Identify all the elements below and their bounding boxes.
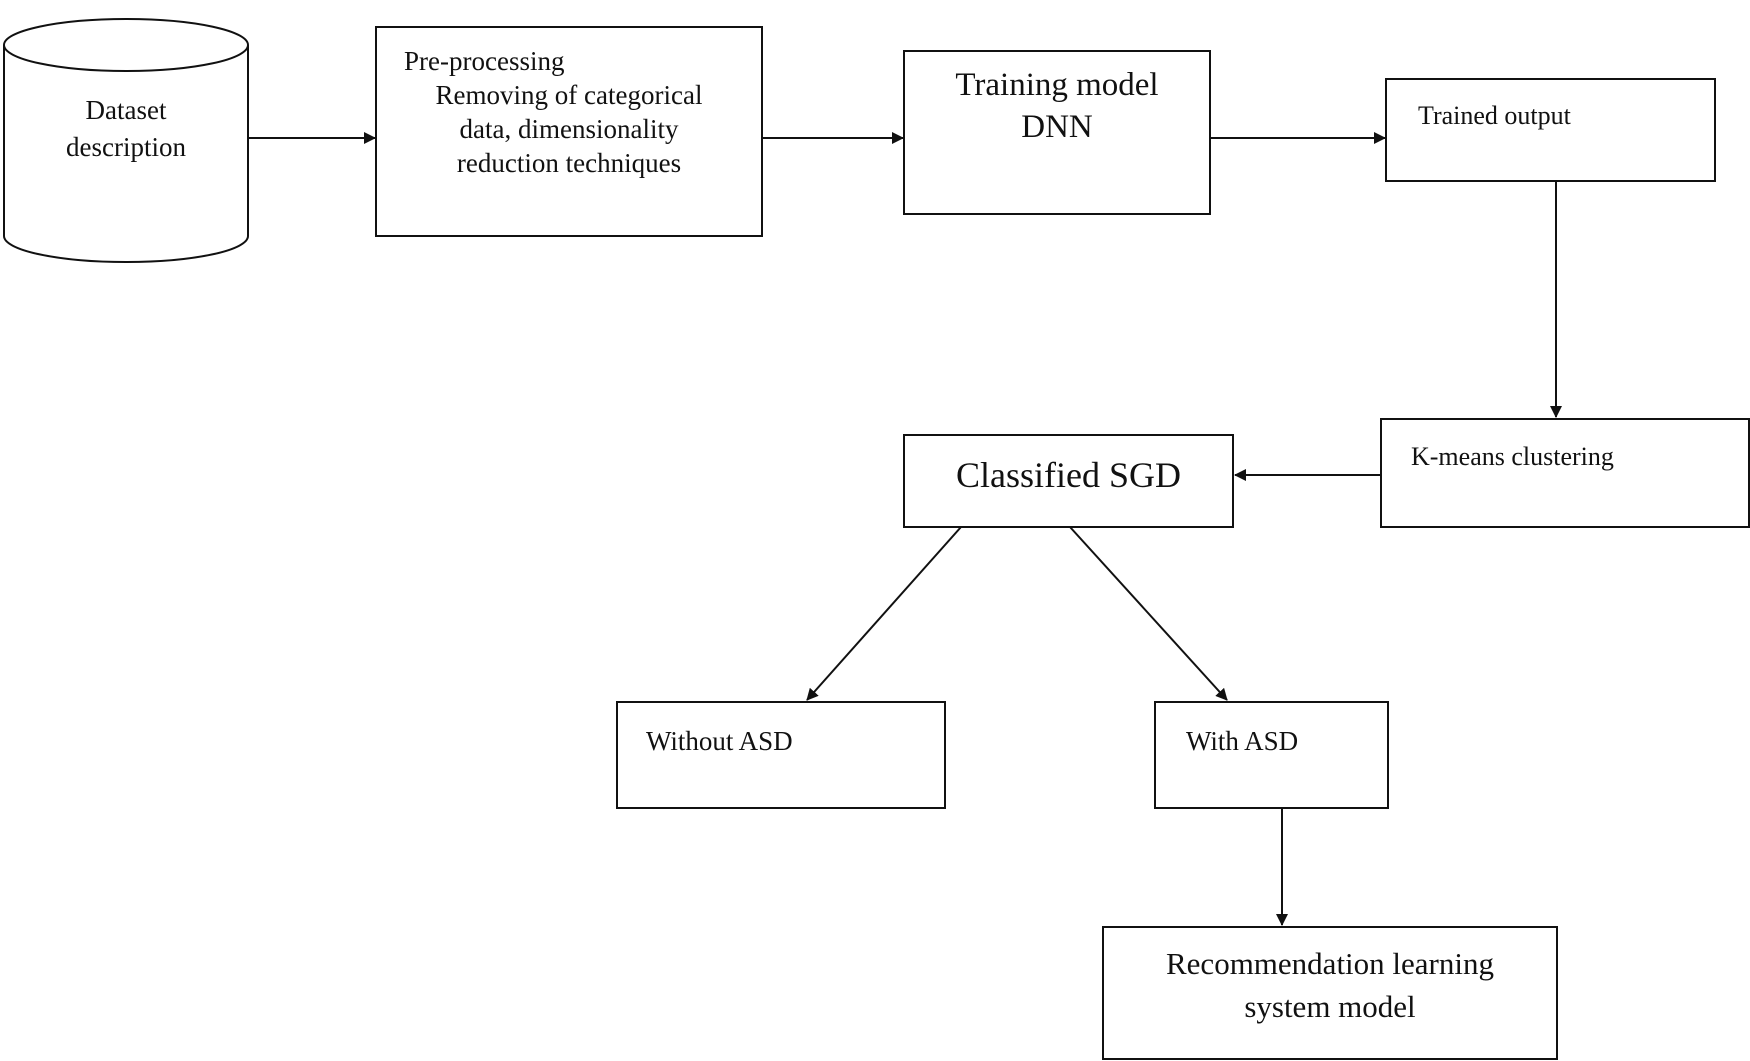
arrow-classified-to-without-asd: [806, 526, 962, 701]
training-model-label: Training model DNN: [903, 64, 1211, 148]
without-asd-box: [616, 701, 946, 809]
preprocessing-box: [375, 26, 763, 237]
trained-output-box: [1385, 78, 1716, 182]
classified-sgd-label: Classified SGD: [956, 455, 1181, 495]
trained-output-label: Trained output: [1418, 101, 1571, 130]
training-model-box: [903, 50, 1211, 215]
dataset-label: Dataset description: [14, 92, 238, 166]
recommendation-line-2: system model: [1244, 989, 1416, 1024]
dataset-label-line-2: description: [66, 132, 186, 162]
recommendation-label: Recommendation learning system model: [1102, 942, 1558, 1028]
classified-sgd-box: [903, 434, 1234, 528]
dataset-label-line-1: Dataset: [85, 95, 167, 125]
arrow-classified-to-with-asd: [1069, 526, 1228, 701]
preprocessing-line-1: Removing of categorical: [435, 80, 703, 110]
recommendation-line-1: Recommendation learning: [1166, 946, 1494, 981]
recommendation-box: [1102, 926, 1558, 1060]
training-model-line-1: Training model: [955, 67, 1159, 103]
preprocessing-line-2: data, dimensionality: [459, 114, 679, 144]
without-asd-label: Without ASD: [646, 726, 793, 756]
kmeans-clustering-label: K-means clustering: [1411, 442, 1614, 471]
kmeans-clustering-box: [1380, 418, 1750, 528]
with-asd-label: With ASD: [1186, 726, 1299, 756]
preprocessing-line-3: reduction techniques: [456, 148, 682, 178]
preprocessing-description: Removing of categorical data, dimensiona…: [395, 78, 743, 180]
with-asd-box: [1154, 701, 1389, 809]
dataset-cylinder: [3, 18, 249, 263]
training-model-line-2: DNN: [1021, 109, 1093, 145]
preprocessing-title: Pre-processing: [404, 46, 565, 76]
